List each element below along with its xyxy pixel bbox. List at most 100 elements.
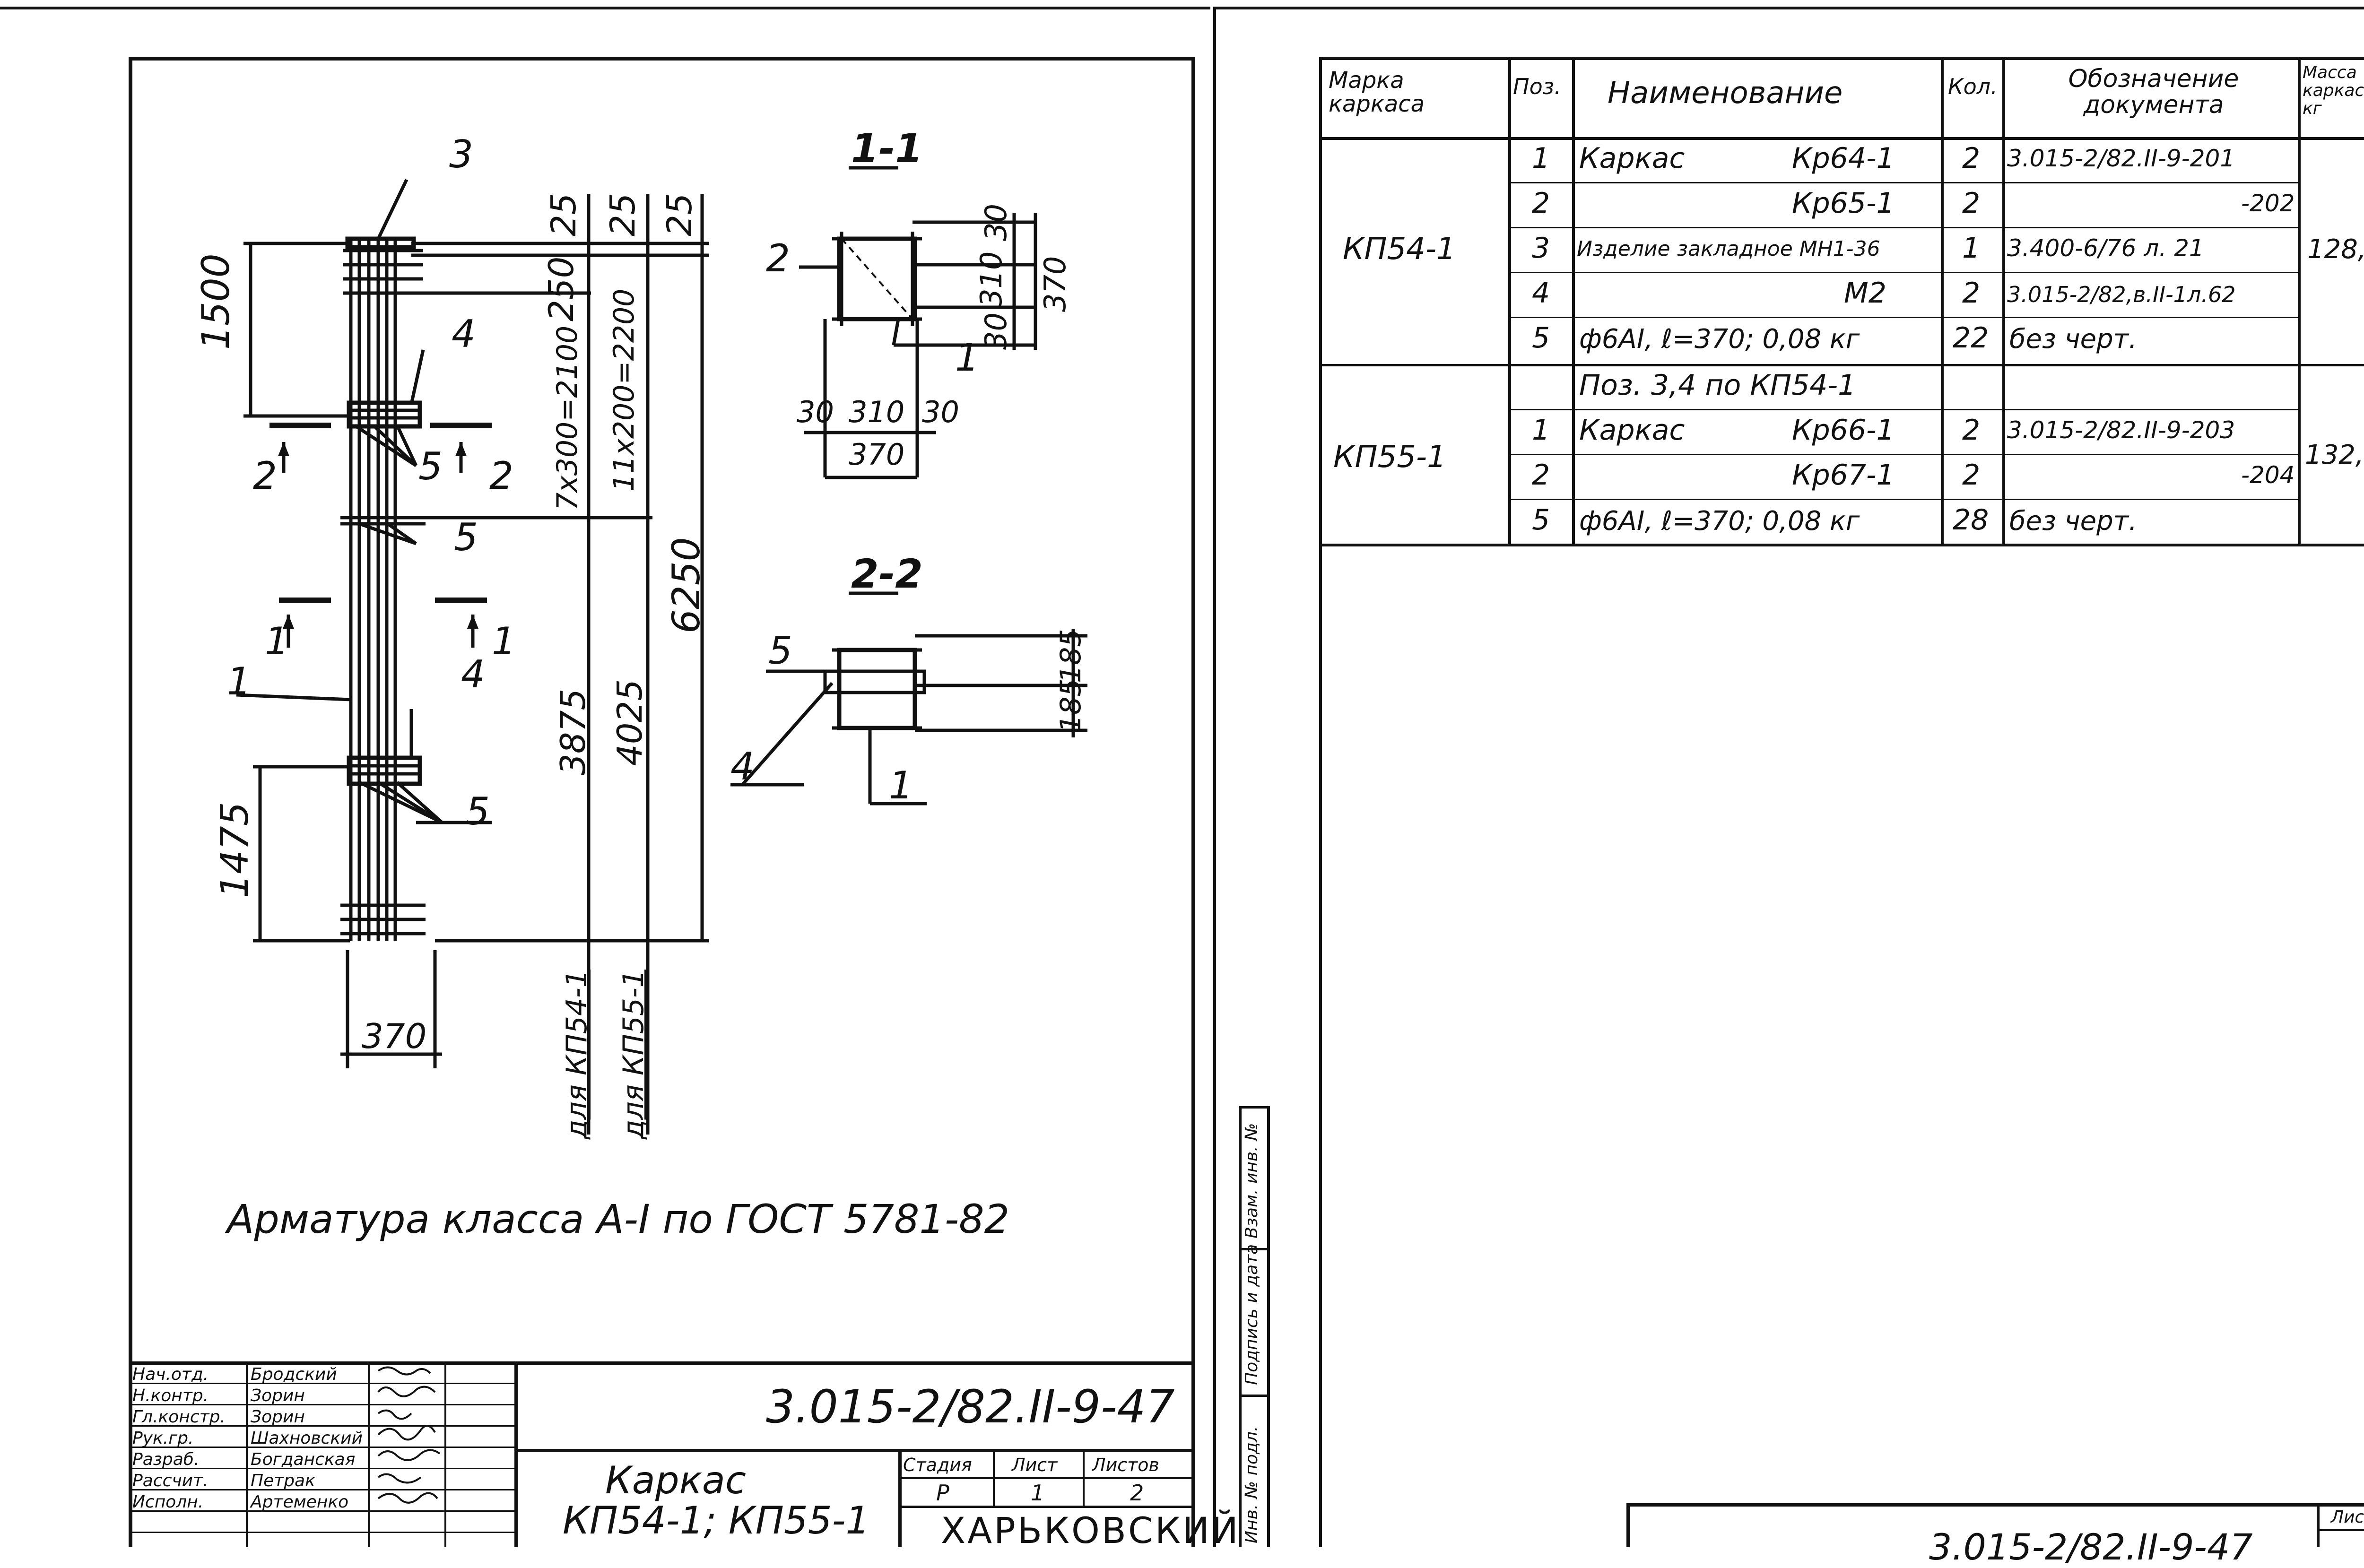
title-name-3: Шахновский bbox=[251, 1429, 363, 1448]
header-qty: Кол. bbox=[1948, 74, 1998, 99]
g1-row5-name: ф6АI, ℓ=370; 0,08 кг bbox=[1579, 324, 1860, 355]
position-4-upper-label: 4 bbox=[452, 312, 476, 356]
title-name-5: Петрак bbox=[251, 1471, 315, 1490]
position-1-label: 1 bbox=[227, 659, 251, 703]
g1-row4-doc: 3.015-2/82,в.II-1л.62 bbox=[2007, 282, 2236, 307]
header-mark: Марка каркаса bbox=[1329, 67, 1425, 118]
g1-row5-doc: без черт. bbox=[2009, 324, 2138, 355]
g1-row2-pos: 2 bbox=[1532, 187, 1550, 220]
bottom-sheet-label: Лист bbox=[2331, 1507, 2364, 1527]
title-name-6: Артеменко bbox=[251, 1492, 349, 1512]
header-doc: Обозначение документа bbox=[2068, 65, 2239, 119]
title-designation: 3.015-2/82.II-9-47 bbox=[766, 1380, 1175, 1433]
title-name-0: Бродский bbox=[251, 1365, 337, 1384]
title-role-6: Исполн. bbox=[132, 1492, 204, 1512]
title-name-2: Зорин bbox=[251, 1407, 305, 1427]
g2-row1-qty: 2 bbox=[1962, 414, 1981, 447]
g2-row1-name2: Кр66-1 bbox=[1792, 414, 1895, 447]
section-2-pos5: 5 bbox=[768, 629, 792, 673]
group1-mark: КП54-1 bbox=[1343, 232, 1456, 267]
position-5-label-b: 5 bbox=[454, 515, 478, 559]
cut-1-left-label: 1 bbox=[265, 619, 289, 663]
sheets-value: 2 bbox=[1130, 1480, 1144, 1506]
title-role-4: Разраб. bbox=[132, 1450, 200, 1469]
g1-row1-name2: Кр64-1 bbox=[1792, 142, 1895, 175]
cut-2-right-label: 2 bbox=[489, 454, 513, 498]
stage-value: Р bbox=[936, 1480, 949, 1506]
g1-row3-name: Изделие закладное МН1-36 bbox=[1577, 237, 1880, 261]
position-5-label-a: 5 bbox=[418, 444, 443, 488]
section-1-pos1: 1 bbox=[955, 336, 979, 380]
g2-row3-qty: 28 bbox=[1953, 503, 1989, 537]
g1-row3-qty: 1 bbox=[1962, 232, 1981, 265]
g2-row2-name2: Кр67-1 bbox=[1792, 459, 1895, 492]
sheet-header: Лист bbox=[1012, 1455, 1058, 1475]
g1-row4-qty: 2 bbox=[1962, 277, 1981, 310]
section-1-pos2: 2 bbox=[766, 236, 790, 280]
dimension-370-bottom: 370 bbox=[362, 1016, 427, 1056]
g1-row1-name: Каркас bbox=[1579, 142, 1685, 175]
g2-row3-doc: без черт. bbox=[2009, 506, 2138, 537]
title-name-line1: Каркас bbox=[605, 1458, 746, 1502]
g2-row0-name: Поз. 3,4 по КП54-1 bbox=[1579, 369, 1856, 402]
section-1-310-h: 310 bbox=[849, 395, 905, 429]
title-name-line2: КП54-1; КП55-1 bbox=[563, 1499, 870, 1542]
g2-row3-pos: 5 bbox=[1532, 503, 1550, 537]
title-role-3: Рук.гр. bbox=[132, 1429, 194, 1448]
header-name: Наименование bbox=[1608, 76, 1843, 111]
g1-row4-name2: М2 bbox=[1844, 277, 1886, 310]
g1-row1-doc: 3.015-2/82.II-9-201 bbox=[2007, 145, 2235, 172]
g2-row1-doc: 3.015-2/82.II-9-203 bbox=[2007, 416, 2235, 444]
section-2-pos4: 4 bbox=[730, 745, 755, 788]
sheets-header: Листов bbox=[1092, 1455, 1159, 1475]
section-1-30-right: 30 bbox=[922, 395, 959, 429]
title-role-1: Н.контр. bbox=[132, 1386, 209, 1405]
group2-mass: 132,2 bbox=[2305, 440, 2364, 470]
section-1-1-title: 1-1 bbox=[851, 125, 923, 172]
reinforcement-note: Арматура класса А-I по ГОСТ 5781-82 bbox=[227, 1196, 1010, 1242]
g2-row1-name: Каркас bbox=[1579, 414, 1685, 447]
g2-row2-qty: 2 bbox=[1962, 459, 1981, 492]
g1-row1-pos: 1 bbox=[1532, 142, 1550, 175]
position-4-lower-label: 4 bbox=[461, 652, 485, 696]
g2-row3-name: ф6АI, ℓ=370; 0,08 кг bbox=[1579, 506, 1860, 537]
title-role-0: Нач.отд. bbox=[132, 1365, 209, 1384]
group2-mark: КП55-1 bbox=[1333, 440, 1446, 475]
g2-row2-pos: 2 bbox=[1532, 459, 1550, 492]
g1-row4-pos: 4 bbox=[1532, 277, 1550, 310]
title-name-4: Богданская bbox=[251, 1450, 356, 1469]
header-pos: Поз. bbox=[1513, 74, 1561, 99]
title-role-5: Рассчит. bbox=[132, 1471, 209, 1490]
bottom-designation: 3.015-2/82.II-9-47 bbox=[1929, 1526, 2253, 1568]
side-inv-label: Взам. инв. № bbox=[1242, 1123, 1261, 1239]
position-5-label-c: 5 bbox=[466, 789, 490, 833]
sheet-value: 1 bbox=[1031, 1480, 1045, 1506]
g1-row1-qty: 2 bbox=[1962, 142, 1981, 175]
g1-row2-name2: Кр65-1 bbox=[1792, 187, 1895, 220]
g1-row3-doc: 3.400-6/76 л. 21 bbox=[2007, 234, 2204, 262]
g1-row5-pos: 5 bbox=[1532, 321, 1550, 355]
organization-name: ХАРЬКОВСКИЙ bbox=[941, 1509, 1240, 1551]
g1-row5-qty: 22 bbox=[1953, 321, 1989, 355]
title-name-1: Зорин bbox=[251, 1386, 305, 1405]
g1-row2-doc: -202 bbox=[2241, 190, 2295, 217]
side-orig-inv-label: Инв. № подл. bbox=[1242, 1426, 1261, 1543]
position-3-label: 3 bbox=[449, 132, 473, 176]
side-sign-date-label: Подпись и дата bbox=[1242, 1244, 1261, 1385]
header-mass: Масса каркаса, кг bbox=[2303, 63, 2364, 118]
g1-row2-qty: 2 bbox=[1962, 187, 1981, 220]
cut-2-left-label: 2 bbox=[253, 454, 277, 498]
g2-row2-doc: -204 bbox=[2241, 461, 2295, 489]
section-1-370-h: 370 bbox=[849, 437, 905, 472]
g1-row3-pos: 3 bbox=[1532, 232, 1550, 265]
g2-row1-pos: 1 bbox=[1532, 414, 1550, 447]
section-2-2-title: 2-2 bbox=[851, 551, 923, 597]
section-1-30-left: 30 bbox=[797, 395, 834, 429]
cut-1-right-label: 1 bbox=[492, 619, 516, 663]
section-2-pos1: 1 bbox=[889, 763, 913, 807]
group1-mass: 128,0 bbox=[2307, 234, 2364, 265]
title-role-2: Гл.констр. bbox=[132, 1407, 226, 1427]
stage-header: Стадия bbox=[903, 1455, 972, 1475]
